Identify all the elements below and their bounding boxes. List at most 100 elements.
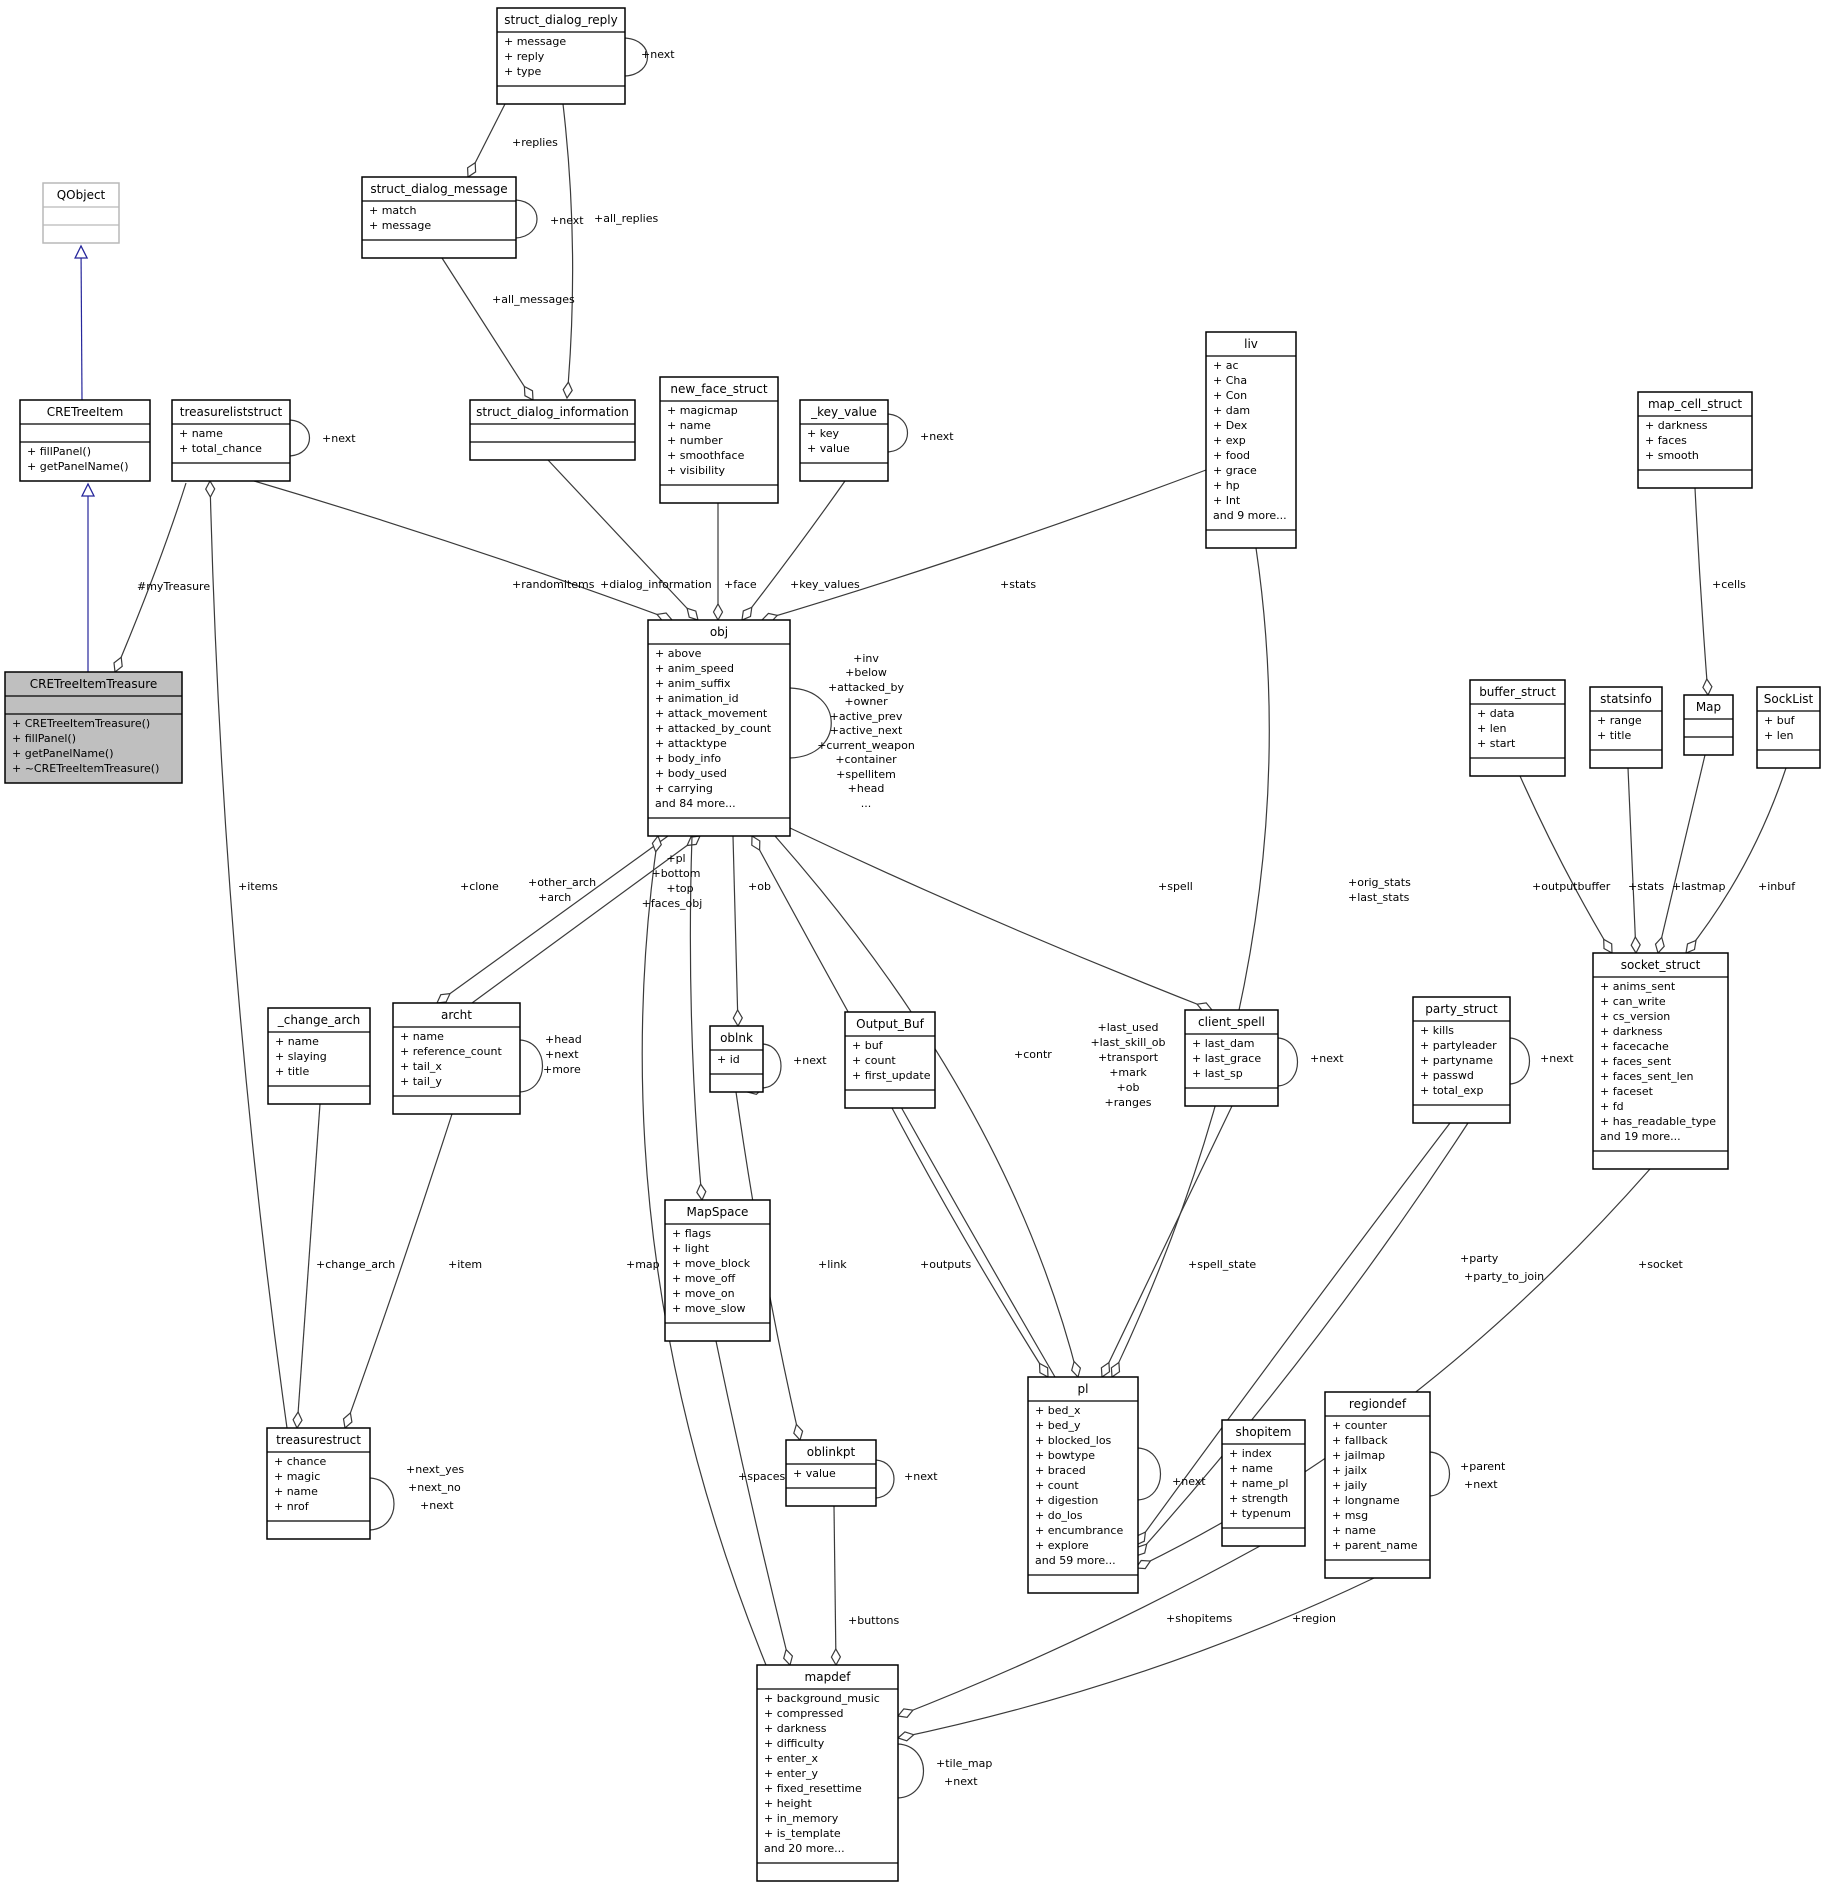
edge-label: +dialog_information [600, 578, 712, 591]
class-_change_arch: _change_arch+ name+ slaying+ title [267, 1007, 371, 1105]
edge-label: +next [550, 214, 584, 227]
class-title-_key_value: _key_value [810, 405, 877, 419]
edge-label: +shopitems [1166, 1612, 1232, 1625]
class-box-CRETreeItemTreasure[interactable] [4, 671, 183, 784]
class-box-Map[interactable] [1683, 694, 1734, 756]
class-box-struct_dialog_message[interactable] [361, 176, 517, 259]
class-attr: + background_music [764, 1692, 880, 1705]
aggregation-diamond [292, 1410, 303, 1430]
class-title-map_cell_struct: map_cell_struct [1648, 397, 1742, 411]
edge-treasure-mytreasure [114, 482, 187, 673]
edge-reply-next [624, 37, 649, 77]
class-box-mapdef[interactable] [756, 1664, 899, 1882]
class-box-oblnk[interactable] [709, 1025, 764, 1093]
edge-label: +below [845, 666, 887, 679]
class-method: + fillPanel() [12, 732, 76, 745]
class-title-Map: Map [1696, 700, 1721, 714]
class-CRETreeItemTreasure: CRETreeItemTreasure+ CRETreeItemTreasure… [4, 671, 183, 784]
aggregation-diamond [1038, 1362, 1049, 1379]
class-box-_key_value[interactable] [799, 399, 889, 482]
class-attr: + do_los [1035, 1509, 1083, 1522]
aggregation-diamond [732, 1008, 743, 1028]
class-SockList: SockList+ buf+ len [1756, 686, 1821, 769]
class-attr: + strength [1229, 1492, 1288, 1505]
class-attr: + name [667, 419, 711, 432]
edge-label: +spell_state [1188, 1258, 1256, 1271]
class-method: + ~CRETreeItemTreasure() [12, 762, 159, 775]
class-regiondef: regiondef+ counter+ fallback+ jailmap+ j… [1324, 1391, 1431, 1579]
aggregation-diamond [686, 835, 701, 847]
class-box-regiondef[interactable] [1324, 1391, 1431, 1579]
class-attr: + fd [1600, 1100, 1624, 1113]
edge-treasurestruct-self [369, 1477, 395, 1531]
class-box-Output_Buf[interactable] [844, 1011, 936, 1109]
class-attr: + range [1597, 714, 1642, 727]
class-title-pl: pl [1078, 1382, 1089, 1396]
class-attr: + Int [1213, 494, 1241, 507]
class-box-client_spell[interactable] [1184, 1009, 1279, 1107]
edge-obj-key_values [741, 480, 846, 621]
class-box-statsinfo[interactable] [1589, 686, 1663, 769]
class-box-party_struct[interactable] [1412, 996, 1511, 1124]
class-attr: + attacked_by_count [655, 722, 772, 735]
class-box-struct_dialog_reply[interactable] [496, 7, 626, 105]
edge-treasurelist-items [209, 480, 288, 1429]
class-attr: + key [807, 427, 839, 440]
class-liv: liv+ ac+ Cha+ Con+ dam+ Dex+ exp+ food+ … [1205, 331, 1297, 549]
class-struct_dialog_message: struct_dialog_message+ match+ message [361, 176, 517, 259]
edge-obj-self [789, 687, 832, 759]
edge-oblnk-next [762, 1043, 782, 1089]
class-box-obj[interactable] [647, 619, 791, 837]
class-box-shopitem[interactable] [1221, 1419, 1306, 1547]
edge-label: +change_arch [316, 1258, 395, 1271]
class-box-oblinkpt[interactable] [785, 1439, 877, 1507]
class-box-CRETreeItem[interactable] [19, 399, 151, 482]
edge-mapdef-buttons [833, 1505, 837, 1666]
class-box-buffer_struct[interactable] [1469, 679, 1566, 777]
class-title-treasurestruct: treasurestruct [276, 1433, 361, 1447]
edge-label: +head [545, 1033, 582, 1046]
class-attr: + food [1213, 449, 1250, 462]
class-box-liv[interactable] [1205, 331, 1297, 549]
edge-obj-dialog_information [547, 459, 699, 621]
class-title-statsinfo: statsinfo [1600, 692, 1652, 706]
aggregation-diamond [712, 602, 724, 622]
edge-mapdef-self [897, 1743, 924, 1799]
class-box-pl[interactable] [1027, 1376, 1139, 1594]
edge-label: +arch [538, 891, 571, 904]
class-box-MapSpace[interactable] [664, 1199, 771, 1342]
edge-label: +next [1172, 1475, 1206, 1488]
edge-obj-map [641, 835, 767, 1666]
class-attr: + flags [672, 1227, 711, 1240]
edge-label: +next_no [408, 1481, 461, 1494]
class-attr: + exp [1213, 434, 1246, 447]
aggregation-diamond [896, 1708, 915, 1718]
edge-label: +transport [1098, 1051, 1159, 1064]
class-box-map_cell_struct[interactable] [1637, 391, 1753, 489]
class-box-treasureliststruct[interactable] [171, 399, 291, 482]
class-title-QObject: QObject [57, 188, 106, 202]
class-attr: + move_slow [672, 1302, 745, 1315]
class-attr: + magicmap [667, 404, 738, 417]
class-title-obj: obj [710, 625, 728, 639]
edge-label: +owner [844, 695, 888, 708]
edge-label: +next [420, 1499, 454, 1512]
class-attr: + title [1597, 729, 1631, 742]
class-box-socket_struct[interactable] [1592, 952, 1729, 1170]
class-box-SockList[interactable] [1756, 686, 1821, 769]
class-box-new_face_struct[interactable] [659, 376, 779, 504]
edge-label: +next [545, 1048, 579, 1061]
class-box-struct_dialog_information[interactable] [469, 399, 636, 461]
class-box-_change_arch[interactable] [267, 1007, 371, 1105]
class-attr: + move_on [672, 1287, 735, 1300]
edge-socket-lastmap [1657, 754, 1706, 954]
class-attr: + darkness [1645, 419, 1708, 432]
class-attr: + light [672, 1242, 710, 1255]
class-attr: + enter_y [764, 1767, 819, 1780]
class-box-QObject[interactable] [42, 182, 120, 244]
aggregation-diamond [830, 1647, 842, 1667]
class-attr: + anim_speed [655, 662, 734, 675]
class-attr: + hp [1213, 479, 1240, 492]
class-title-socket_struct: socket_struct [1621, 958, 1701, 972]
